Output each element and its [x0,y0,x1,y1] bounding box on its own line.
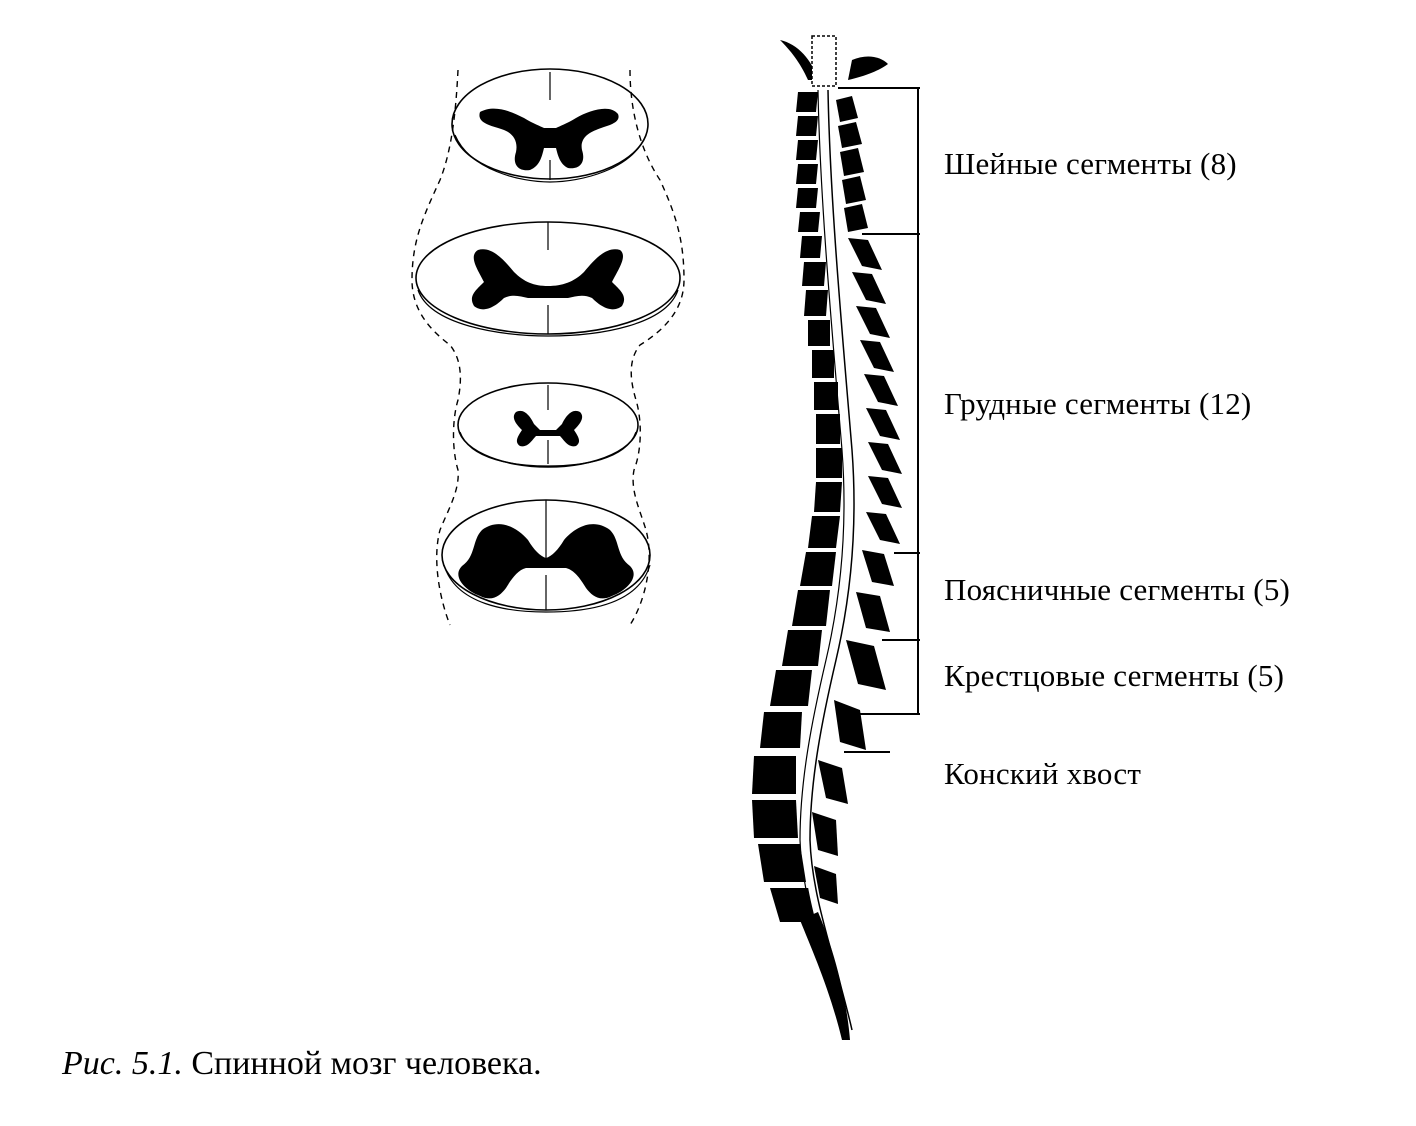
figure-caption-text: Спинной мозг человека. [191,1045,542,1082]
label-cervical-segments: Шейные сегменты (8) [944,146,1237,181]
label-thoracic-segments: Грудные сегменты (12) [944,386,1252,421]
figure-number: Рис. 5.1. [62,1045,183,1082]
brainstem-stalk [811,35,837,87]
cord-outline-dashed [411,69,685,626]
gray-matter-enlargement [471,249,625,310]
segment-brackets [838,87,920,753]
label-cauda-equina: Конский хвост [944,756,1142,791]
vertebral-column [752,35,902,1040]
vertebral-bodies [752,92,842,922]
cross-section-thoracic [457,382,639,468]
gray-matter-cervical [479,108,619,171]
coccyx [800,912,850,1040]
gray-matter-thoracic [513,410,583,447]
spinous-processes [812,96,902,904]
figure-caption: Рис. 5.1. Спинной мозг человека. [62,1047,542,1081]
label-sacral-segments: Крестцовые сегменты (5) [944,658,1285,693]
brainstem-tuft [780,40,818,80]
gray-matter-lumbar [458,524,634,599]
cross-section-cervical [451,68,649,183]
label-lumbar-segments: Поясничные сегменты (5) [944,572,1291,607]
cross-section-lumbar [441,499,651,613]
cross-section-cervical-enlargement [415,221,681,337]
cross-sections [411,68,685,626]
spinal-cord-line [802,89,850,1031]
